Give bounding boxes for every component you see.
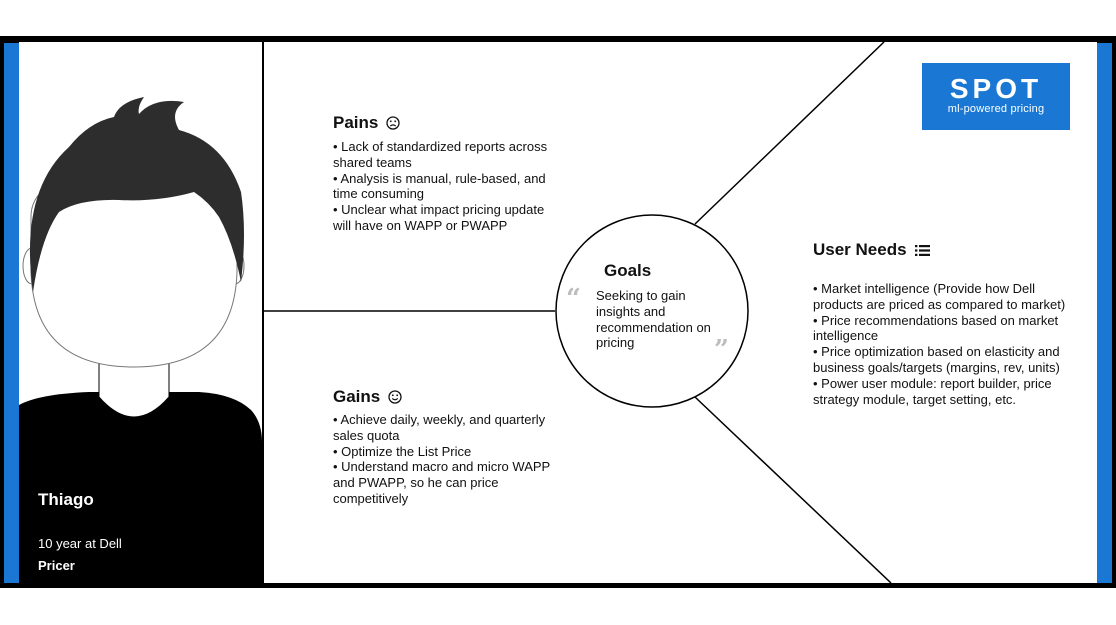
- logo-wordmark: SPOT: [949, 73, 1043, 104]
- persona-tenure: 10 year at Dell: [38, 536, 122, 551]
- spot-logo: SPOT ml-powered pricing: [922, 63, 1070, 130]
- user-needs-heading: User Needs: [813, 240, 930, 260]
- gains-heading: Gains: [333, 387, 402, 407]
- connector-top-right: [694, 42, 885, 225]
- avatar-shirt: [19, 392, 262, 583]
- pains-heading: Pains: [333, 113, 401, 133]
- left-accent-stripe: [4, 43, 19, 583]
- persona-canvas: Thiago 10 year at Dell Pricer Pains • La…: [19, 42, 1097, 583]
- list-item: • Price recommendations based on market …: [813, 312, 1059, 344]
- list-item: • Lack of standardized reports across sh…: [333, 139, 548, 170]
- gains-title: Gains: [333, 387, 381, 406]
- avatar-hair: [29, 97, 244, 292]
- user-needs-list: • Market intelligence (Provide how Dell …: [813, 281, 1073, 407]
- user-needs-title: User Needs: [813, 240, 907, 259]
- connector-bottom-right: [694, 396, 892, 583]
- persona-avatar: [19, 97, 262, 583]
- goals-title: Goals: [604, 261, 652, 280]
- persona-role: Pricer: [38, 558, 75, 573]
- close-quote-icon: ”: [714, 335, 729, 365]
- goals-text: Seeking to gain insights and recommendat…: [596, 288, 711, 351]
- sad-face-icon: [386, 116, 401, 130]
- logo-tagline: ml-powered pricing: [947, 103, 1045, 115]
- list-item: • Achieve daily, weekly, and quarterly s…: [333, 412, 546, 443]
- list-item: • Market intelligence (Provide how Dell …: [813, 281, 1066, 312]
- persona-name: Thiago: [38, 490, 94, 509]
- list-item: • Analysis is manual, rule-based, and ti…: [333, 170, 546, 202]
- goals-circle: [555, 214, 749, 408]
- gains-list: • Achieve daily, weekly, and quarterly s…: [333, 412, 563, 507]
- list-item: • Unclear what impact pricing update wil…: [333, 202, 545, 233]
- smile-face-icon: [388, 390, 402, 404]
- right-accent-stripe: [1097, 43, 1112, 583]
- pains-title: Pains: [333, 113, 379, 132]
- list-item: • Optimize the List Price: [333, 443, 472, 459]
- list-item: • Price optimization based on elasticity…: [813, 344, 1060, 375]
- list-icon: [914, 244, 930, 256]
- panel-divider: [262, 42, 264, 583]
- open-quote-icon: “: [566, 284, 581, 314]
- pains-list: • Lack of standardized reports across sh…: [333, 139, 558, 234]
- list-item: • Understand macro and micro WAPP and PW…: [333, 459, 550, 506]
- connector-lines: [264, 42, 892, 583]
- list-item: • Power user module: report builder, pri…: [813, 375, 1052, 407]
